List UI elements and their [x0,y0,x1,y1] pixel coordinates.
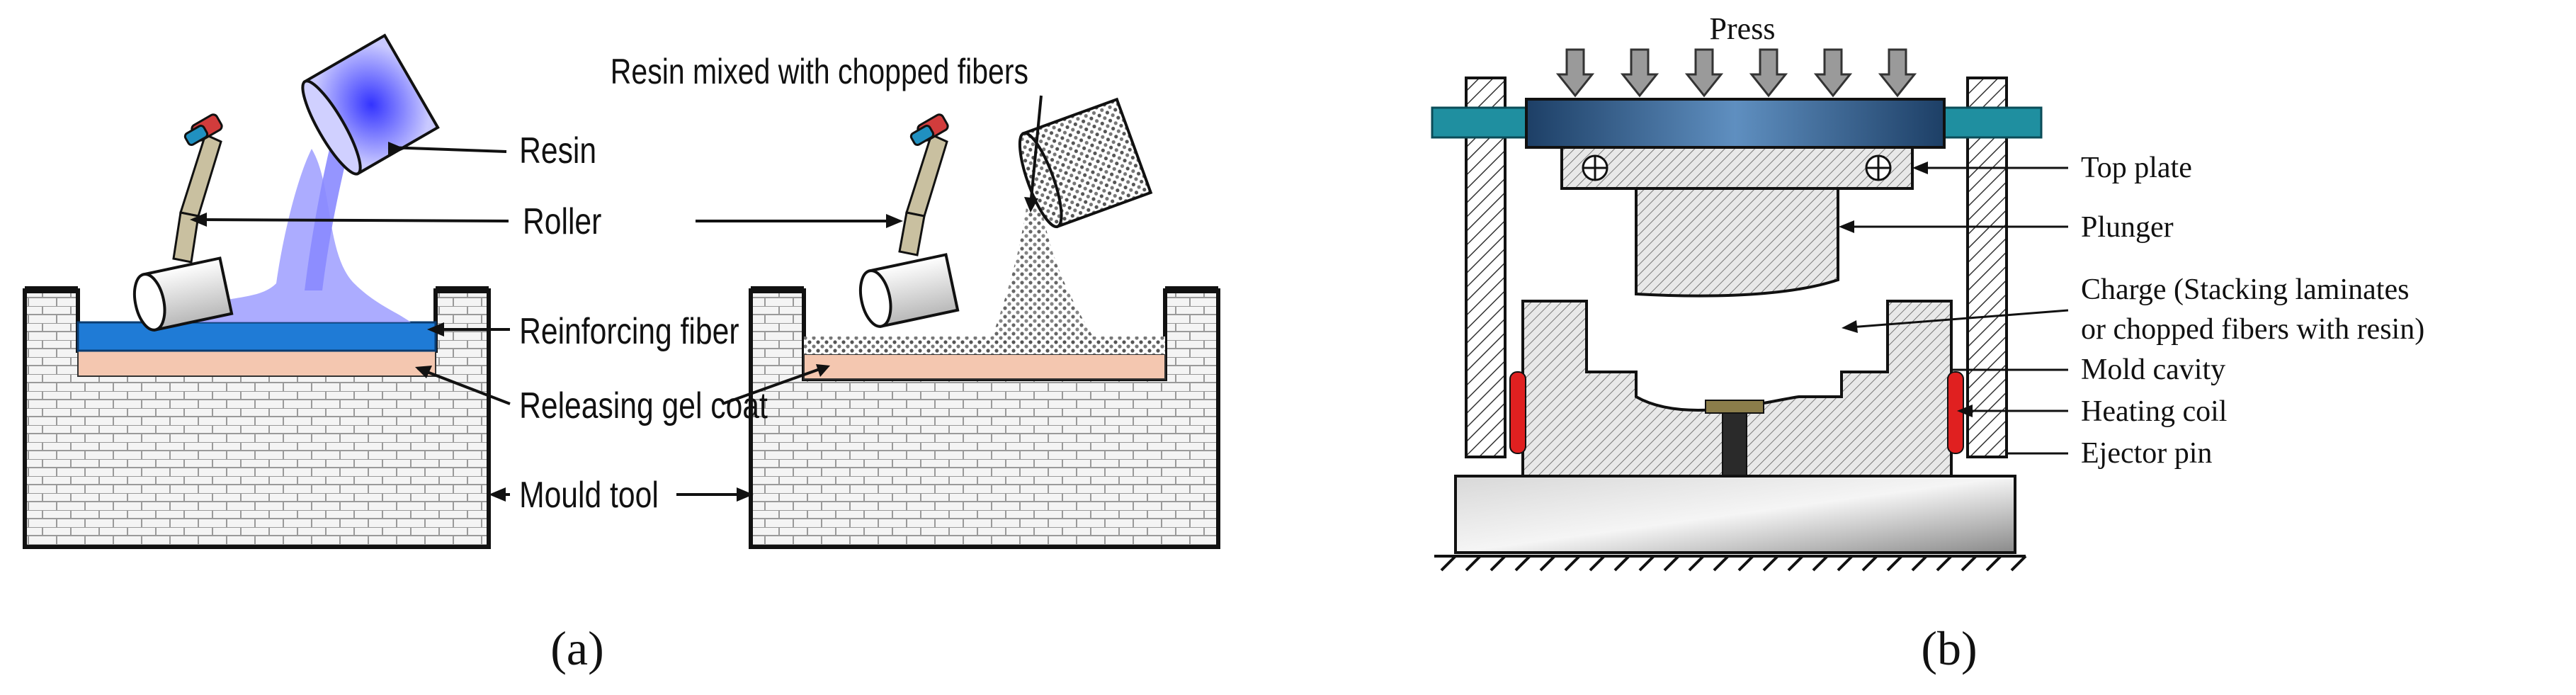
ejector-pin [1722,412,1747,477]
heating-coil-right [1947,371,1964,454]
label-roller: Roller [523,201,602,242]
heating-coil-left [1509,371,1526,454]
press-arrows [1555,48,1917,98]
panel-b-leaders [1839,162,2069,455]
press-bar [1525,98,1946,149]
resin-stream [305,135,351,290]
panel-a: Resin Roller Reinforcing fiber Releasing… [23,33,1220,675]
label-charge-line1: Charge (Stacking laminates [2081,273,2409,306]
label-reinforcing-fiber: Reinforcing fiber [519,311,739,352]
resin-spread [177,149,411,322]
reinforcing-fiber-layer [76,321,437,352]
gel-coat-left [77,350,436,377]
mould-tool-right [749,286,1220,549]
panel-a-leaders [190,95,1043,502]
plunger [1635,187,1839,298]
label-press: Press [1710,11,1776,46]
ground-hatch [1434,555,2027,572]
chopped-fiber-layer [804,337,1165,354]
top-plate [1560,146,1914,190]
label-top-plate: Top plate [2081,152,2192,184]
chopped-fiber-stream [992,202,1094,339]
roller-right-icon [858,113,960,328]
label-resin-mixed: Resin mixed with chopped fibers [611,52,1028,91]
caption-b: (b) [1921,621,1977,675]
caption-a: (a) [550,621,603,675]
panel-b: Press Top plate Plunger Charge (Stacking… [1431,11,2424,675]
left-column [1465,77,1507,458]
label-releasing-gel-coat: Releasing gel coat [519,385,768,426]
label-heating-coil: Heating coil [2081,395,2227,428]
roller-left-icon [132,113,234,332]
label-resin: Resin [519,130,596,171]
label-mould-tool: Mould tool [519,475,659,516]
gel-coat-right [803,354,1166,380]
base-plate [1454,475,2016,554]
resin-bucket-icon [301,33,440,176]
fiber-bucket-icon [1018,97,1153,229]
right-column [1966,77,2008,458]
label-charge-line2: or chopped fibers with resin) [2081,313,2424,346]
label-mold-cavity: Mold cavity [2081,354,2225,386]
label-plunger: Plunger [2081,211,2174,244]
ejector-pin-head [1705,400,1764,414]
label-ejector-pin: Ejector pin [2081,437,2212,470]
